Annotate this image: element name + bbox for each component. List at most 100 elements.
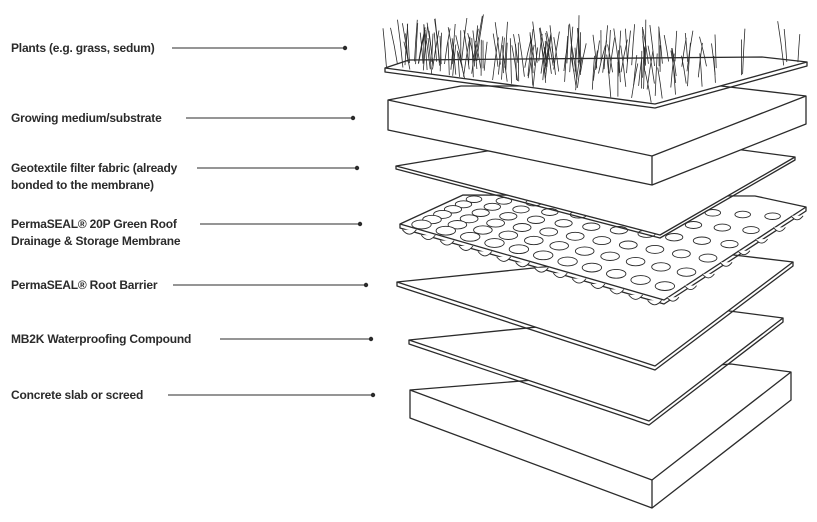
label-root-barrier: PermaSEAL® Root Barrier bbox=[11, 278, 158, 292]
grass-blade bbox=[643, 47, 646, 89]
drainage-dimple bbox=[734, 210, 751, 219]
drainage-dimple bbox=[460, 231, 481, 242]
grass-blade bbox=[505, 42, 508, 71]
leader-dot-waterproofing bbox=[368, 336, 374, 342]
grass-blade bbox=[415, 23, 419, 65]
drainage-dimple bbox=[557, 256, 578, 267]
grass-blade bbox=[697, 42, 703, 78]
grass-blade bbox=[530, 57, 534, 86]
grass-blade bbox=[644, 70, 652, 103]
grass-blade bbox=[529, 34, 536, 66]
grass-blade bbox=[492, 37, 499, 81]
grass-blade bbox=[649, 25, 655, 67]
drainage-dimple bbox=[465, 195, 483, 203]
drainage-dimple bbox=[473, 225, 493, 235]
grass-blade bbox=[742, 28, 746, 75]
drainage-dimple bbox=[618, 240, 638, 250]
grass-blade bbox=[524, 39, 532, 68]
grass-blade bbox=[593, 50, 598, 81]
grass-blade bbox=[452, 44, 457, 76]
drainage-dimple-underside bbox=[684, 285, 697, 291]
grass-blade bbox=[476, 14, 484, 62]
drainage-dimple bbox=[582, 222, 601, 231]
grass-blade bbox=[577, 56, 583, 88]
grass-blade bbox=[447, 27, 455, 64]
drainage-dimple-underside bbox=[737, 250, 751, 256]
grass-blade bbox=[451, 23, 456, 65]
grass-blade bbox=[439, 32, 442, 72]
grass-blade bbox=[574, 27, 580, 72]
drainage-dimple-underside bbox=[790, 215, 804, 221]
drainage-dimple bbox=[742, 226, 760, 235]
grass-blade bbox=[423, 25, 425, 63]
grass-blade bbox=[422, 26, 428, 71]
drainage-dimple bbox=[720, 239, 739, 249]
grass-blade bbox=[447, 41, 450, 76]
grass-blade bbox=[711, 43, 716, 75]
concrete-slab-layer bbox=[409, 363, 792, 509]
drainage-dimple-underside bbox=[647, 300, 662, 306]
grass-blade bbox=[418, 29, 426, 64]
grass-blade bbox=[539, 27, 548, 67]
grass-blade bbox=[575, 60, 580, 91]
grass-blade bbox=[714, 34, 717, 69]
grass-blade bbox=[617, 30, 622, 77]
drainage-dimple-underside bbox=[628, 294, 644, 300]
drainage-dimple bbox=[512, 223, 532, 232]
drainage-dimple bbox=[435, 225, 456, 236]
grass-blade bbox=[397, 19, 404, 68]
drainage-dimple-underside bbox=[571, 278, 587, 284]
grass-blade bbox=[681, 37, 687, 67]
drainage-dimple bbox=[698, 253, 718, 263]
grass-blade bbox=[546, 31, 554, 66]
grass-blade bbox=[492, 33, 499, 67]
drainage-dimple bbox=[606, 268, 627, 279]
drainage-dimple bbox=[692, 236, 711, 245]
drainage-dimple bbox=[454, 200, 473, 209]
drainage-dimple bbox=[645, 244, 665, 254]
grass-blade bbox=[626, 30, 631, 74]
label-concrete: Concrete slab or screed bbox=[11, 388, 144, 402]
grass-blade bbox=[609, 37, 615, 74]
drainage-dimple bbox=[499, 212, 518, 221]
drainage-dimple bbox=[665, 233, 684, 242]
grass-blade bbox=[681, 55, 687, 84]
drainage-dimple bbox=[592, 236, 612, 246]
drainage-dimple-underside bbox=[458, 245, 474, 251]
grass-blade bbox=[532, 21, 538, 63]
drainage-dimple bbox=[484, 238, 505, 248]
drainage-dimple bbox=[508, 244, 530, 255]
drainage-dimple bbox=[539, 227, 559, 237]
grass-blade bbox=[633, 55, 638, 86]
drainage-dimple bbox=[581, 262, 603, 273]
grass-blade bbox=[620, 39, 628, 73]
grass-blade bbox=[647, 45, 655, 84]
grass-blade bbox=[431, 33, 434, 62]
grass-blade bbox=[545, 35, 552, 79]
grass-blade bbox=[463, 36, 471, 77]
drainage-dimple-underside bbox=[420, 234, 436, 241]
drainage-dimple bbox=[447, 220, 468, 230]
drainage-dimple-underside bbox=[773, 227, 786, 232]
grass-blade bbox=[434, 18, 441, 63]
drainage-dimple-underside bbox=[534, 267, 549, 273]
drainage-dimple bbox=[526, 215, 546, 224]
grass-blade bbox=[663, 35, 669, 62]
grass-blade bbox=[631, 24, 635, 66]
grass-blade bbox=[638, 57, 643, 86]
grass-blade bbox=[498, 36, 504, 75]
grass-blade bbox=[569, 26, 574, 73]
drainage-dimple-underside bbox=[477, 251, 493, 257]
grass-blade bbox=[566, 24, 570, 64]
grass-blade bbox=[699, 53, 703, 87]
drainage-dimple bbox=[486, 218, 505, 228]
drainage-dimple-underside bbox=[552, 272, 568, 279]
drainage-dimple bbox=[524, 235, 544, 246]
label-waterproofing: MB2K Waterproofing Compound bbox=[11, 332, 192, 346]
drainage-dimple bbox=[630, 275, 651, 285]
drainage-dimple bbox=[483, 202, 501, 211]
drainage-dimple-underside bbox=[702, 273, 715, 279]
drainage-dimple-underside bbox=[496, 256, 512, 262]
grass-blade bbox=[797, 34, 801, 63]
